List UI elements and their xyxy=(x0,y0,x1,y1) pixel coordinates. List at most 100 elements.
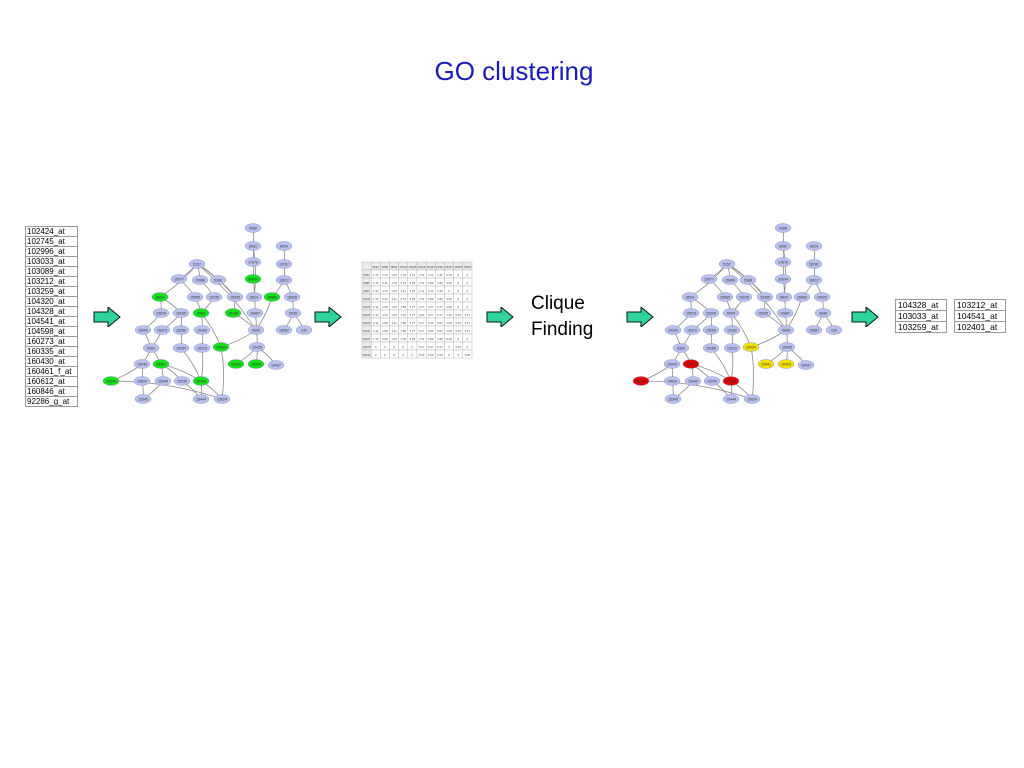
matrix-value: 0 xyxy=(393,345,395,349)
result-row: 102401_at xyxy=(954,321,1006,333)
clique-label-line2: Finding xyxy=(531,319,594,340)
graph-node: 16660 xyxy=(263,292,281,302)
matrix-value: 5.20 xyxy=(419,353,425,357)
matrix-value: 1.11 xyxy=(373,329,379,333)
graph-node: 15434 xyxy=(212,342,230,352)
matrix-value: 1.66 xyxy=(410,337,416,341)
graph-node-label: 15437 xyxy=(801,364,811,368)
graph-node: 15345 xyxy=(664,394,682,404)
graph-node-label: 5624 xyxy=(780,296,788,300)
graph-node-label: 15345 xyxy=(668,398,678,402)
graph-node-label: 15315 xyxy=(197,347,207,351)
matrix-value: 1.86 xyxy=(446,321,452,325)
graph-node: 15086 xyxy=(191,275,209,285)
graph-node-shape xyxy=(192,308,210,318)
graph-node-shape xyxy=(245,292,263,302)
graph-node-shape xyxy=(682,308,700,318)
graph-node-shape xyxy=(722,308,740,318)
graph-node-shape xyxy=(702,308,720,318)
graph-node-shape xyxy=(777,359,795,369)
graph-node-label: 5488 xyxy=(779,227,787,231)
arrow-shape xyxy=(851,307,879,327)
result-row: 103212_at xyxy=(954,299,1006,311)
graph-node-label: 15235 xyxy=(739,296,749,300)
matrix-value: 5.27 xyxy=(456,329,462,333)
graph-node-label: 15435 xyxy=(252,346,262,350)
graph-node-shape xyxy=(224,308,242,318)
matrix-value: 1.76 xyxy=(446,273,452,277)
graph-node-label: 15344 xyxy=(636,380,646,384)
matrix-value: 1.66 xyxy=(401,305,407,309)
matrix-value: 0 xyxy=(375,353,377,357)
graph-node: 30694 xyxy=(244,274,262,284)
graph-node: 15444 xyxy=(192,394,210,404)
graph-node-shape xyxy=(151,292,169,302)
graph-node-shape xyxy=(774,241,792,251)
matrix-value: 5.27 xyxy=(456,313,462,317)
graph-node: 15345 xyxy=(754,308,772,318)
graph-node-shape xyxy=(683,325,701,335)
graph-node: 15437 xyxy=(797,360,815,370)
graph-node: 15235 xyxy=(205,292,223,302)
graph-node-label: 15435 xyxy=(782,346,792,350)
graph-node: 15345 xyxy=(224,308,242,318)
graph-node-shape xyxy=(193,325,211,335)
matrix-value: 6.46 xyxy=(446,337,452,341)
graph-node-label: 15441 xyxy=(761,363,771,367)
graph-node-shape xyxy=(805,275,823,285)
graph-edge xyxy=(750,346,754,400)
graph-node: 3938 xyxy=(814,308,832,318)
graph-node-shape xyxy=(192,394,210,404)
graph-node: 15355 xyxy=(226,292,244,302)
matrix-value: 1.11 xyxy=(410,273,416,277)
matrix-value: 5.20 xyxy=(437,353,443,357)
matrix-value: 15344 xyxy=(363,297,371,301)
graph-node: 15620 xyxy=(663,376,681,386)
graph-node: 6024 xyxy=(275,241,293,251)
matrix-value: 4.72 xyxy=(401,297,407,301)
graph-node: 5388 xyxy=(739,275,757,285)
graph-node-label: 15284 xyxy=(706,347,716,351)
matrix-value: 15441 xyxy=(436,265,444,269)
matrix-value: 6.11 xyxy=(382,281,388,285)
graph-node-label: 15429 xyxy=(251,363,261,367)
matrix-value: 0 xyxy=(448,345,450,349)
matrix-value: 1.76 xyxy=(373,273,379,277)
matrix-value: 1.86 xyxy=(382,329,388,333)
graph-node: 15284 xyxy=(172,343,190,353)
graph-node: 15624 xyxy=(213,394,231,404)
arrow-right-icon xyxy=(314,307,342,327)
graph-node-label: 5157 xyxy=(193,263,201,267)
graph-node-shape xyxy=(247,359,265,369)
graph-node-shape xyxy=(152,308,170,318)
graph-node-label: 15000 xyxy=(668,329,678,333)
matrix-value: 3.77 xyxy=(410,321,416,325)
graph-node: 15346 xyxy=(154,376,172,386)
graph-node-shape xyxy=(212,342,230,352)
arrow-shape xyxy=(486,307,514,327)
graph-node-label: 6524 xyxy=(686,296,694,300)
graph-node: 17676 xyxy=(774,257,792,267)
graph-node-label: 16887 xyxy=(250,312,260,316)
graph-node-label: 5388 xyxy=(744,279,752,283)
graph-node-label: 15284 xyxy=(176,347,186,351)
graph-node-label: 15405 xyxy=(196,380,206,384)
matrix-value: 15429 xyxy=(363,321,371,325)
graph-node-label: 16887 xyxy=(780,312,790,316)
graph-node-shape xyxy=(247,325,265,335)
matrix-value: 0 xyxy=(467,273,469,277)
matrix-value: 15427 xyxy=(363,337,371,341)
graph-node: 230 xyxy=(825,325,843,335)
matrix-value: 0 xyxy=(457,305,459,309)
graph-node-shape xyxy=(154,376,172,386)
graph-node-shape xyxy=(805,259,823,269)
graph-node-label: 15000 xyxy=(138,329,148,333)
matrix-value: 15427 xyxy=(445,265,453,269)
graph-node: 16920 xyxy=(813,292,831,302)
graph-node-shape xyxy=(723,325,741,335)
graph-node-label: 15444 xyxy=(726,398,736,402)
matrix-cell xyxy=(462,349,473,359)
